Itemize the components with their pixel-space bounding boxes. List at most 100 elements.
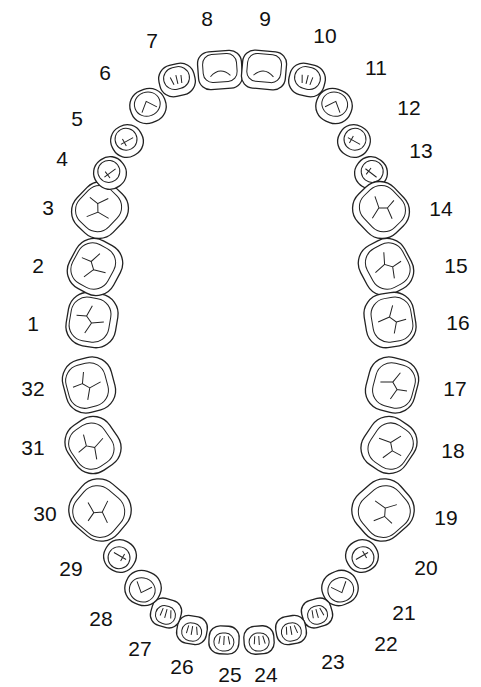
tooth-outline [274,614,308,647]
tooth-number: 7 [146,30,158,51]
tooth-number: 10 [313,25,336,46]
tooth-fissure [170,74,183,85]
tooth-number: 6 [99,62,111,83]
tooth-crown [351,231,421,302]
tooth-crown [208,625,239,655]
tooth-outline [243,625,275,655]
tooth-crown [361,289,419,350]
tooth-fissure [346,134,362,148]
tooth-outline [156,60,198,99]
tooth-occlusal [180,621,203,642]
tooth-crown [311,84,357,129]
tooth-occlusal [360,237,416,295]
tooth-occlusal [111,124,141,154]
tooth-occlusal [131,88,164,120]
tooth-fissure [186,625,198,636]
tooth-occlusal [351,478,417,544]
tooth-number: 8 [201,8,213,29]
tooth-fissure [325,98,343,112]
tooth-outline [197,49,244,90]
tooth-number: 19 [434,507,457,528]
tooth-occlusal [353,179,412,238]
tooth-fissure [72,427,111,466]
tooth-outline [343,470,424,550]
tooth-number: 17 [443,378,466,399]
tooth-occlusal [67,295,114,345]
tooth-outline [240,49,287,91]
tooth-outline [60,470,140,550]
tooth-number: 32 [21,378,44,399]
tooth-occlusal [362,417,420,476]
tooth-crown [60,470,140,550]
tooth-number: 12 [397,97,420,118]
tooth-fissure [331,581,349,595]
tooth-fissure [160,608,173,620]
tooth-number: 3 [42,197,54,218]
tooth-fissure [112,549,128,563]
tooth-occlusal [369,359,419,412]
tooth-number: 15 [444,255,467,276]
tooth-fissure [311,607,324,619]
tooth-occlusal [104,543,134,573]
tooth-occlusal [348,543,378,573]
tooth-occlusal [65,237,121,295]
tooth-crown [120,566,166,611]
tooth-occlusal [249,632,270,651]
tooth-outline [120,566,166,611]
tooth-fissure [371,427,410,466]
tooth-crown [344,173,417,247]
tooth-number: 23 [321,651,344,672]
tooth-occlusal [93,156,124,187]
tooth-crown [156,60,198,99]
tooth-occlusal [246,53,282,84]
tooth-occlusal [69,179,128,238]
tooth-crown [343,470,424,550]
tooth-occlusal [62,417,120,476]
tooth-number: 1 [27,313,39,334]
tooth-fissure [74,304,106,336]
tooth-number: 31 [21,437,44,458]
tooth-occlusal [126,574,159,606]
tooth-occlusal [305,604,329,627]
tooth-fissure [139,98,157,112]
tooth-number: 22 [374,633,397,654]
tooth-fissure [119,134,135,148]
tooth-occlusal [369,295,416,345]
tooth-fissure [285,625,297,636]
tooth-outline [344,173,417,247]
tooth-occlusal [318,88,351,120]
tooth-fissure [363,166,379,181]
tooth-fissure [74,247,112,285]
tooth-outline [60,231,130,302]
tooth-number: 29 [59,558,82,579]
tooth-fissure [79,492,118,531]
tooth-outline [63,289,121,351]
tooth-fissure [369,247,407,285]
tooth-crown [353,409,425,482]
tooth-crown [57,409,129,482]
tooth-occlusal [161,64,191,91]
tooth-occlusal [324,574,357,606]
tooth-occlusal [153,604,177,627]
tooth-occlusal [66,478,132,544]
tooth-outline [361,289,419,350]
tooth-crown [361,353,423,418]
tooth-fissure [377,368,411,402]
tooth-number: 28 [89,608,112,629]
tooth-outline [105,119,148,162]
tooth-crown [63,289,121,351]
tooth-fissure [300,74,313,85]
tooth-crown [243,625,275,655]
tooth-occlusal [340,124,370,154]
tooth-outline [351,231,421,302]
tooth-outline [353,409,425,482]
tooth-fissure [79,189,119,229]
tooth-fissure [365,492,404,531]
tooth-occlusal [292,64,323,92]
tooth-fissure [354,549,370,563]
tooth-number: 16 [446,312,469,333]
tooth-fissure [254,636,266,646]
tooth-number: 18 [441,440,464,461]
tooth-number: 9 [259,8,271,29]
tooth-fissure [210,70,230,76]
